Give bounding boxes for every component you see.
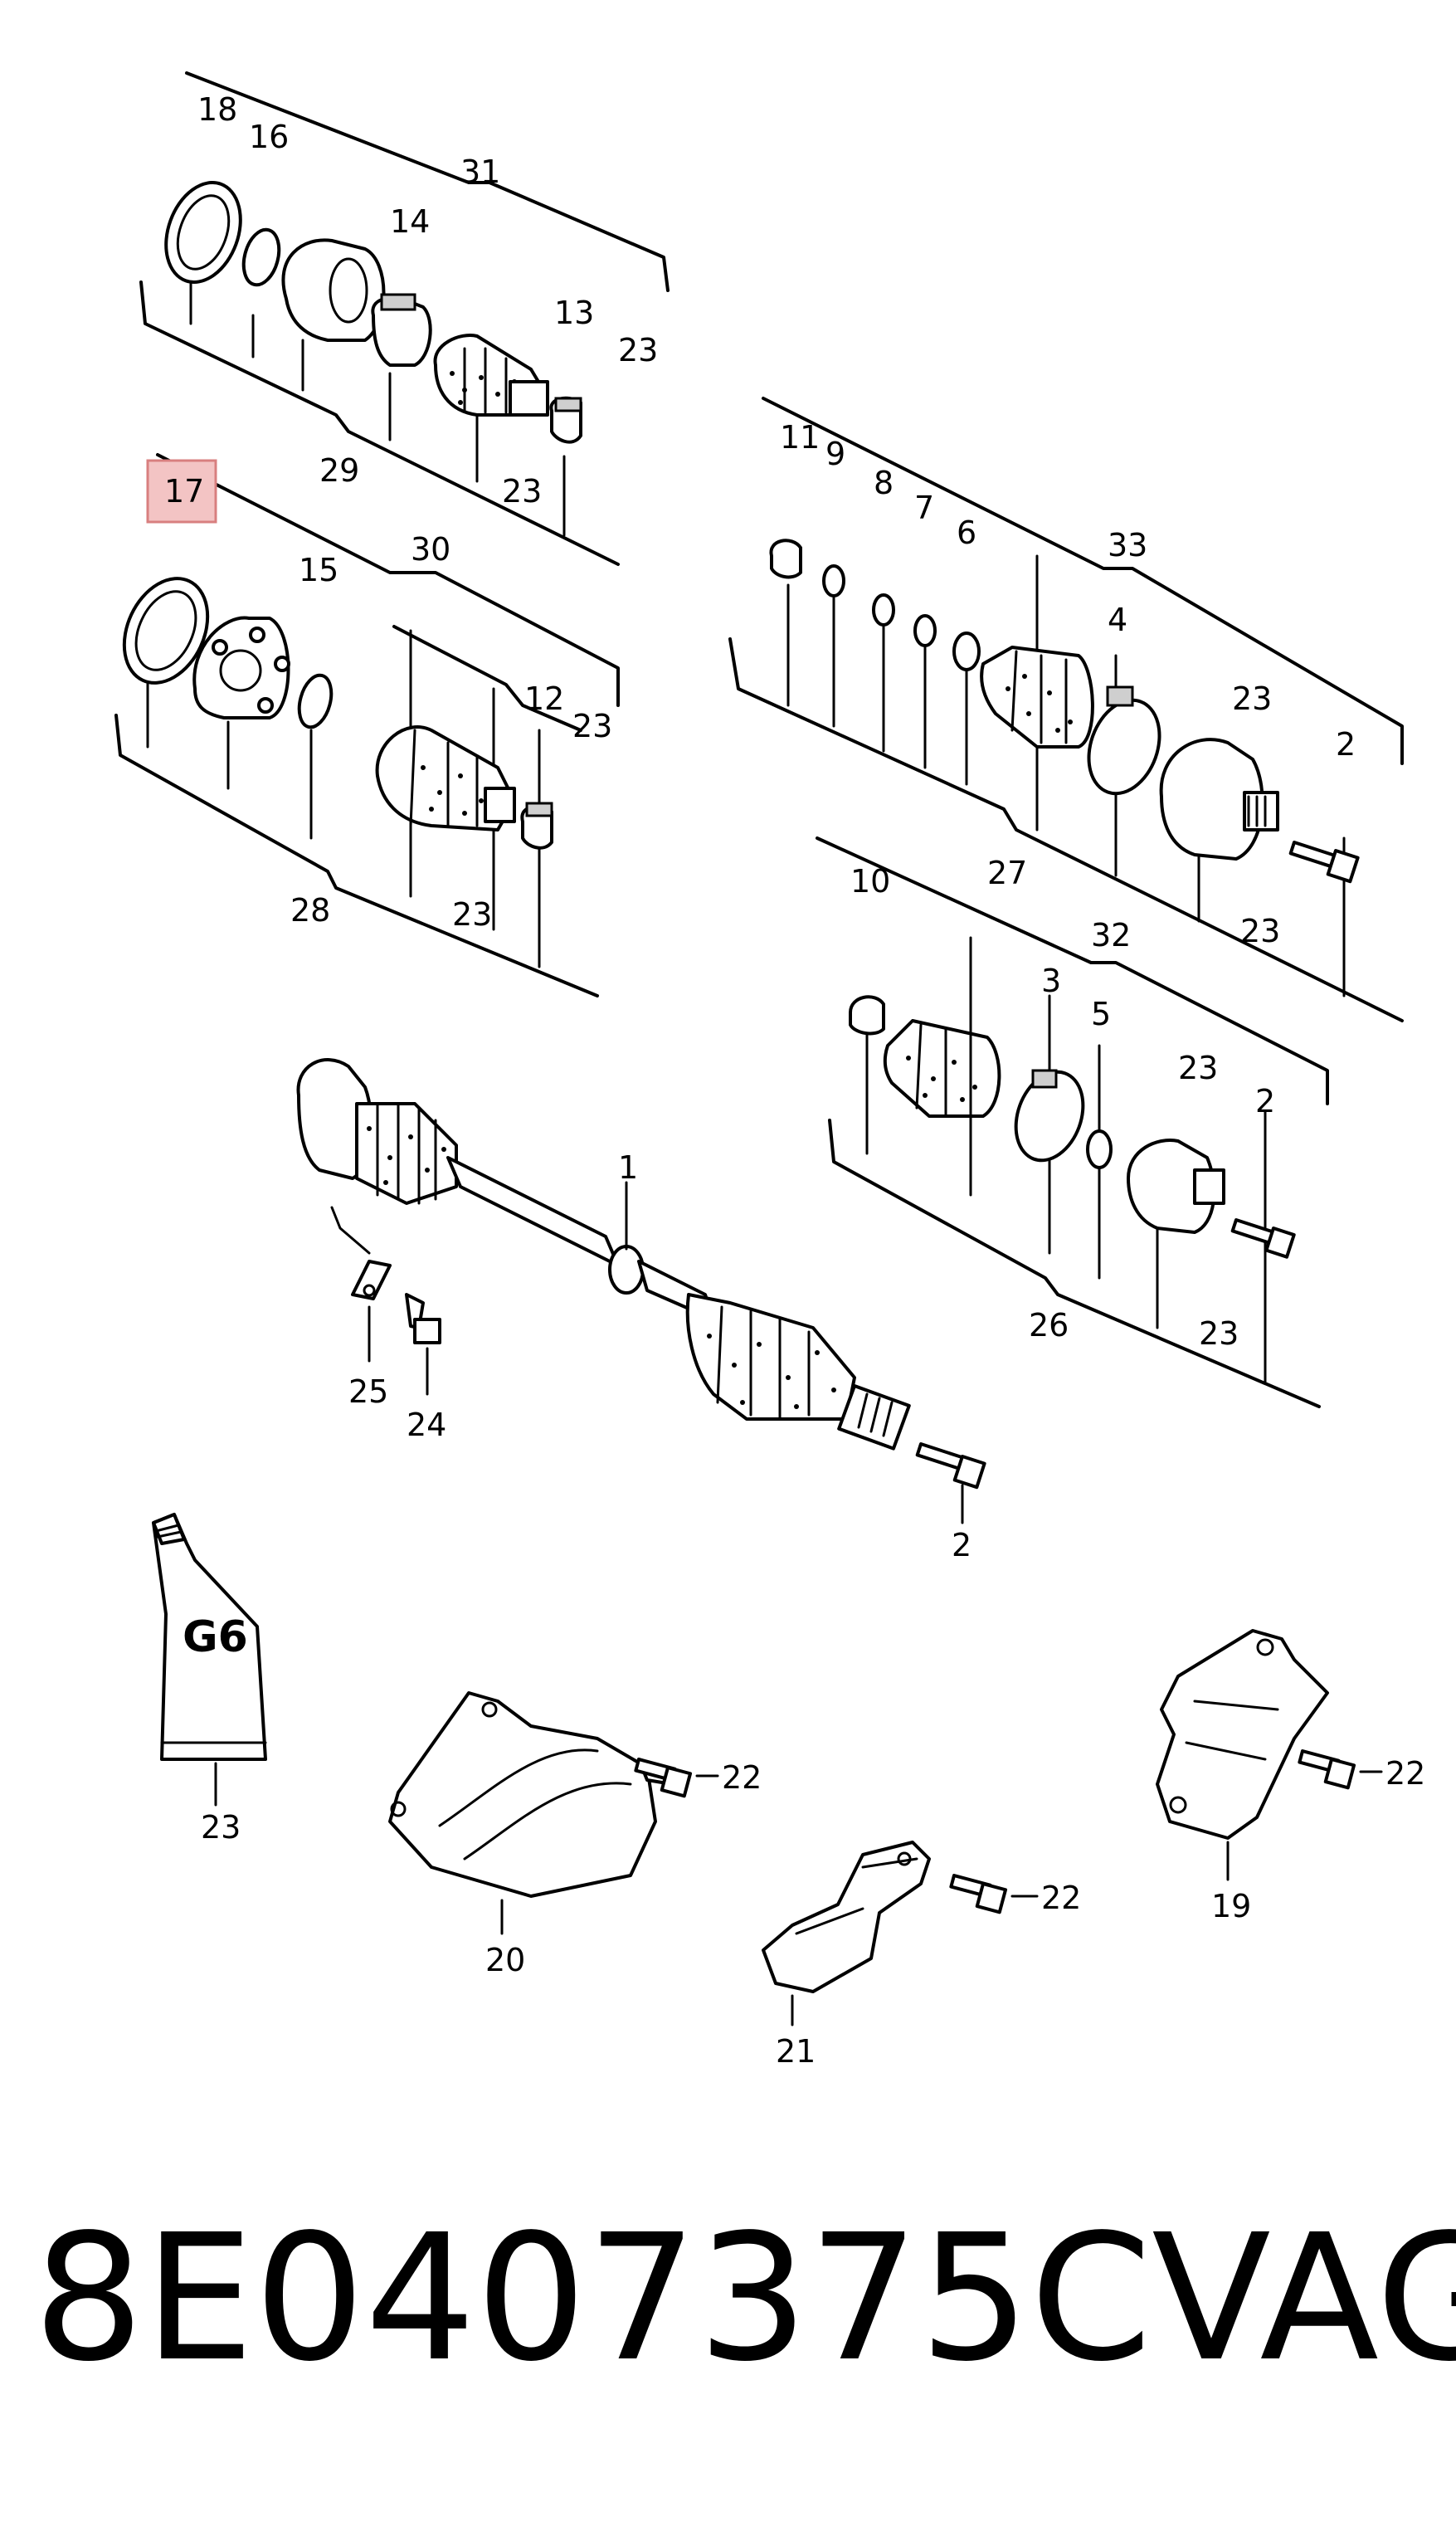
callout-22b: 22 xyxy=(1041,1880,1081,1916)
callout-23c: 23 xyxy=(572,708,612,744)
inner-boot xyxy=(355,1102,458,1205)
callout-33: 33 xyxy=(1108,527,1147,563)
drive-shaft-assembly xyxy=(296,1058,986,1524)
callout-25: 25 xyxy=(348,1373,388,1410)
callout-16: 16 xyxy=(249,119,289,155)
callout-7: 7 xyxy=(914,490,934,526)
ring-5 xyxy=(1086,1129,1113,1169)
clamp-11 xyxy=(769,539,802,579)
callout-10: 10 xyxy=(850,863,890,900)
ring-9 xyxy=(822,564,845,597)
callout-1: 1 xyxy=(618,1149,638,1186)
ring-7 xyxy=(913,614,937,647)
callout-23d: 23 xyxy=(452,896,492,933)
callout-12: 12 xyxy=(524,680,564,717)
heat-shield-19 xyxy=(1156,1629,1383,1881)
shaft xyxy=(446,1156,620,1267)
bracket-25 xyxy=(351,1260,392,1300)
callout-9: 9 xyxy=(825,436,845,472)
callout-23a: 23 xyxy=(618,332,658,368)
circlip-15 xyxy=(297,673,334,729)
callout-32: 32 xyxy=(1091,917,1131,953)
seal-ring-17 xyxy=(122,577,210,685)
callout-14: 14 xyxy=(390,203,430,240)
callout-11: 11 xyxy=(780,419,820,456)
brand-name: VAG xyxy=(1152,2197,1456,2400)
callout-17: 17 xyxy=(164,473,204,510)
ring-6 xyxy=(952,632,981,671)
part-number-footer: 8E0407375C VAG xyxy=(33,2191,1456,2407)
inner-joint-flange xyxy=(192,616,290,719)
callout-23e: 23 xyxy=(1232,680,1272,717)
callout-20: 20 xyxy=(485,1942,525,1978)
callout-2b: 2 xyxy=(1255,1083,1275,1119)
heat-shield-20 xyxy=(388,1691,719,1935)
kit-group-33 xyxy=(728,397,1404,1022)
callout-21: 21 xyxy=(776,2033,816,2070)
callout-23f: 23 xyxy=(1240,913,1280,949)
cv-joint-body xyxy=(281,238,386,342)
damper-ring xyxy=(608,1245,645,1295)
seal-ring-18 xyxy=(164,180,242,285)
callout-23b: 23 xyxy=(502,473,542,510)
callout-13: 13 xyxy=(554,295,594,331)
callout-24: 24 xyxy=(407,1407,446,1443)
callout-2a: 2 xyxy=(1336,726,1356,763)
callout-15: 15 xyxy=(299,552,338,588)
boot-33 xyxy=(980,646,1094,749)
callout-22a: 22 xyxy=(722,1759,762,1796)
callout-19: 19 xyxy=(1211,1888,1251,1924)
callout-4: 4 xyxy=(1108,602,1127,638)
grease-tube: G6 xyxy=(152,1513,267,1807)
clamp-4 xyxy=(1087,698,1161,796)
part-number: 8E0407375C xyxy=(33,2197,1152,2400)
callout-26: 26 xyxy=(1029,1307,1069,1344)
callout-23i: 23 xyxy=(201,1809,241,1846)
callout-3: 3 xyxy=(1041,963,1061,999)
clamp-3 xyxy=(1014,1070,1085,1163)
kit-group-31 xyxy=(139,71,670,566)
callout-8: 8 xyxy=(874,465,894,501)
ring-8 xyxy=(872,593,895,627)
callout-23h: 23 xyxy=(1199,1315,1239,1352)
kit-group-30 xyxy=(114,453,620,997)
highlight-box-17 xyxy=(146,459,217,524)
callout-29: 29 xyxy=(319,452,359,489)
callout-labels: 18 16 31 14 13 23 29 23 17 30 15 12 23 2… xyxy=(164,91,1425,2070)
callout-6: 6 xyxy=(957,515,976,551)
circlip-16 xyxy=(241,227,281,287)
boot-32 xyxy=(883,1019,1001,1118)
callout-5: 5 xyxy=(1091,996,1111,1032)
outer-boot xyxy=(685,1293,856,1421)
bolt-2-lower xyxy=(915,1442,967,1471)
callout-23g: 23 xyxy=(1178,1050,1218,1086)
grease-tube-label: G6 xyxy=(183,1612,248,1662)
kit-group-32 xyxy=(816,836,1329,1408)
callout-18: 18 xyxy=(197,91,237,128)
callout-27: 27 xyxy=(987,855,1027,891)
callout-2c: 2 xyxy=(952,1527,971,1563)
clamp-10 xyxy=(849,995,885,1036)
callout-31: 31 xyxy=(460,154,500,190)
callout-28: 28 xyxy=(290,892,330,929)
callout-30: 30 xyxy=(411,531,450,568)
callout-22c: 22 xyxy=(1385,1755,1425,1792)
bracket-21 xyxy=(762,1841,1039,2026)
